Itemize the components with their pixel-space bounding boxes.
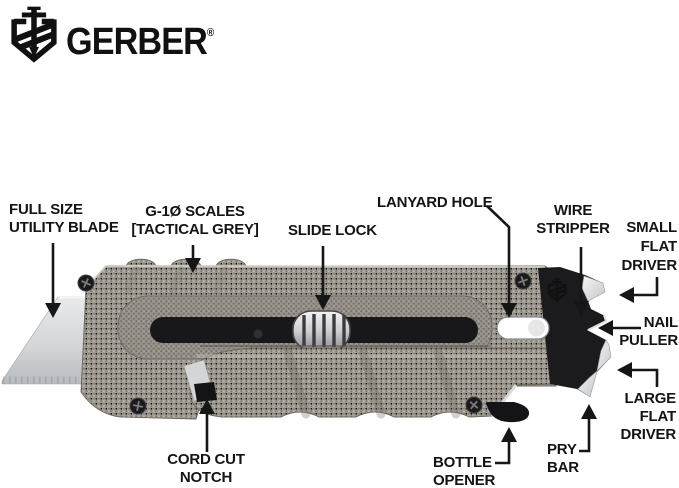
callout-line: PRY — [547, 441, 577, 458]
callout-line: SMALL — [626, 219, 677, 236]
arrow-small-flat-driver — [619, 277, 659, 303]
arrow-bottle-opener — [495, 427, 517, 465]
arrow-g10-scales — [185, 245, 201, 273]
arrow-full-size-utility-blade — [45, 243, 61, 318]
large-flat-driver-edge — [596, 339, 612, 372]
arrow-large-flat-driver — [617, 362, 659, 387]
callout-line: DRIVER — [621, 257, 678, 274]
arrow-slide-lock — [315, 246, 331, 310]
callout-line: LARGE — [624, 390, 676, 407]
callout-wire-stripper: WIRE STRIPPER — [533, 202, 613, 237]
handle-screws — [77, 272, 532, 415]
arrow-pry-bar — [579, 404, 597, 453]
arrow-cord-cut-notch — [199, 399, 215, 452]
callout-nail-puller: NAIL PULLER — [619, 314, 678, 349]
callout-line: PULLER — [619, 331, 678, 349]
callout-line: CORD CUT — [167, 451, 245, 468]
callout-large-flat-driver: LARGE FLAT DRIVER — [620, 390, 677, 444]
callout-small-flat-driver: SMALL FLAT DRIVER — [621, 218, 678, 275]
callout-line: G-1Ø SCALES — [145, 203, 245, 220]
callout-line: [TACTICAL GREY] — [131, 220, 259, 238]
bottle-opener-hook — [486, 384, 530, 423]
callout-line: FLAT — [640, 238, 678, 255]
callout-pry-bar: PRY BAR — [547, 441, 579, 476]
callout-bottle-opener: BOTTLE OPENER — [433, 454, 495, 488]
callout-line: STRIPPER — [536, 219, 610, 237]
callout-g10-scales: G-1Ø SCALES [TACTICAL GREY] — [119, 203, 271, 238]
callout-line: LANYARD HOLE — [377, 194, 493, 211]
callout-cord-cut-notch: CORD CUT NOTCH — [156, 451, 256, 486]
cord-cut-notch-feature — [183, 359, 217, 402]
arrow-nail-puller — [598, 320, 641, 336]
brand-name: GERBER — [66, 21, 208, 63]
callout-line: DRIVER — [620, 426, 677, 443]
callout-line: WIRE — [553, 202, 593, 219]
callout-line: FULL SIZE — [9, 201, 83, 218]
registered-mark: ® — [206, 27, 215, 39]
gerber-shield-logo-icon — [11, 6, 57, 63]
lanyard-hole-feature — [496, 316, 550, 340]
callout-full-size-utility-blade: FULL SIZE UTILITY BLADE — [9, 201, 119, 236]
callout-slide-lock: SLIDE LOCK — [288, 222, 377, 240]
callout-line: BAR — [547, 458, 579, 476]
callout-line: FLAT — [639, 408, 677, 425]
callout-line: NAIL — [643, 314, 678, 331]
nail-puller-notch — [587, 314, 608, 331]
arrow-wire-stripper — [573, 247, 589, 316]
callout-line: NOTCH — [179, 468, 233, 486]
callout-line: UTILITY BLADE — [9, 218, 119, 236]
small-flat-driver-tip — [581, 275, 606, 302]
pry-end-cap — [538, 267, 612, 398]
callout-line: SLIDE LOCK — [288, 222, 377, 239]
pry-bar-tip — [577, 370, 598, 398]
arrow-lanyard-hole — [486, 205, 517, 318]
callout-line: OPENER — [433, 471, 496, 488]
slide-lock-button — [292, 310, 351, 351]
channel-pin — [253, 329, 263, 339]
callout-lanyard-hole: LANYARD HOLE — [377, 194, 493, 212]
callout-arrows — [45, 205, 659, 465]
callout-line: BOTTLE — [433, 454, 492, 471]
brand-header: GERBER® — [0, 0, 260, 80]
brand-wordmark: GERBER® — [66, 14, 214, 61]
